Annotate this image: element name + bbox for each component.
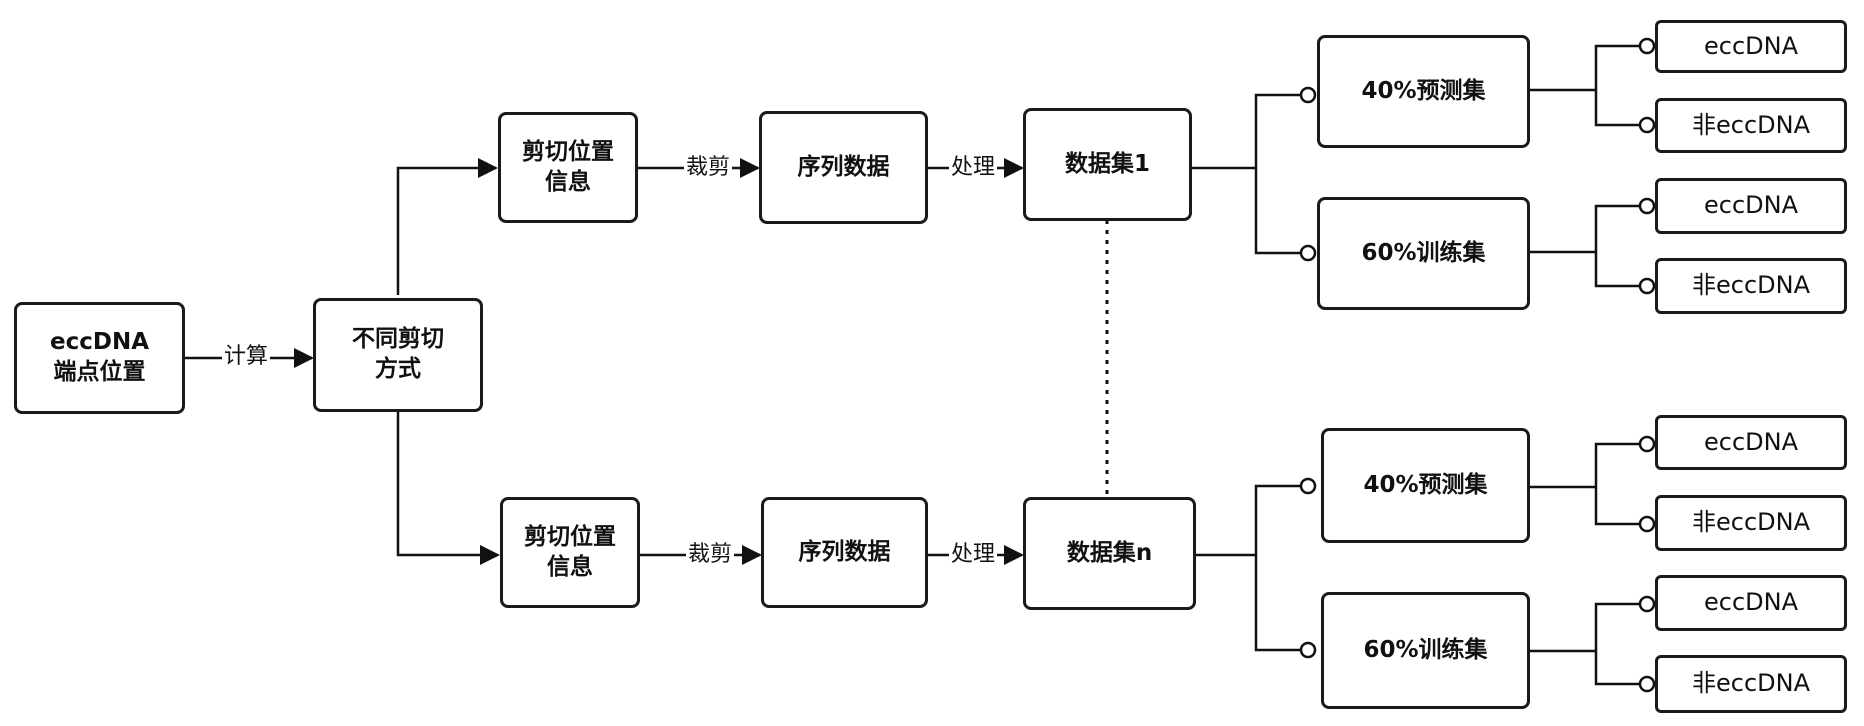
edge-label-crop-bottom: 裁剪 xyxy=(686,541,735,569)
leaf-node: 非eccDNA xyxy=(1655,258,1847,314)
split-node-top-40: 40%预测集 xyxy=(1317,35,1530,148)
leaf-node: 非eccDNA xyxy=(1655,655,1847,713)
edge-label-calc: 计算 xyxy=(222,343,271,371)
edge-label-proc-top: 处理 xyxy=(949,154,998,182)
leaf-node: eccDNA xyxy=(1655,575,1847,631)
sequence-node-top: 序列数据 xyxy=(759,111,928,224)
leaf-node: eccDNA xyxy=(1655,415,1847,470)
dataset-node-n: 数据集n xyxy=(1023,497,1196,610)
leaf-node: 非eccDNA xyxy=(1655,98,1847,153)
leaf-node: eccDNA xyxy=(1655,20,1847,73)
split-node-top-60: 60%训练集 xyxy=(1317,197,1530,310)
edge-label-crop-top: 裁剪 xyxy=(684,154,733,182)
leaf-node: eccDNA xyxy=(1655,178,1847,234)
split-node-bottom-40: 40%预测集 xyxy=(1321,428,1530,543)
dataset-node-1: 数据集1 xyxy=(1023,108,1192,221)
edge-label-proc-bottom: 处理 xyxy=(949,541,998,569)
cut-method-node: 不同剪切方式 xyxy=(313,298,483,412)
sequence-node-bottom: 序列数据 xyxy=(761,497,928,608)
split-node-bottom-60: 60%训练集 xyxy=(1321,592,1530,709)
cut-info-node-bottom: 剪切位置信息 xyxy=(500,497,640,608)
cut-info-node-top: 剪切位置信息 xyxy=(498,112,638,223)
leaf-node: 非eccDNA xyxy=(1655,495,1847,551)
